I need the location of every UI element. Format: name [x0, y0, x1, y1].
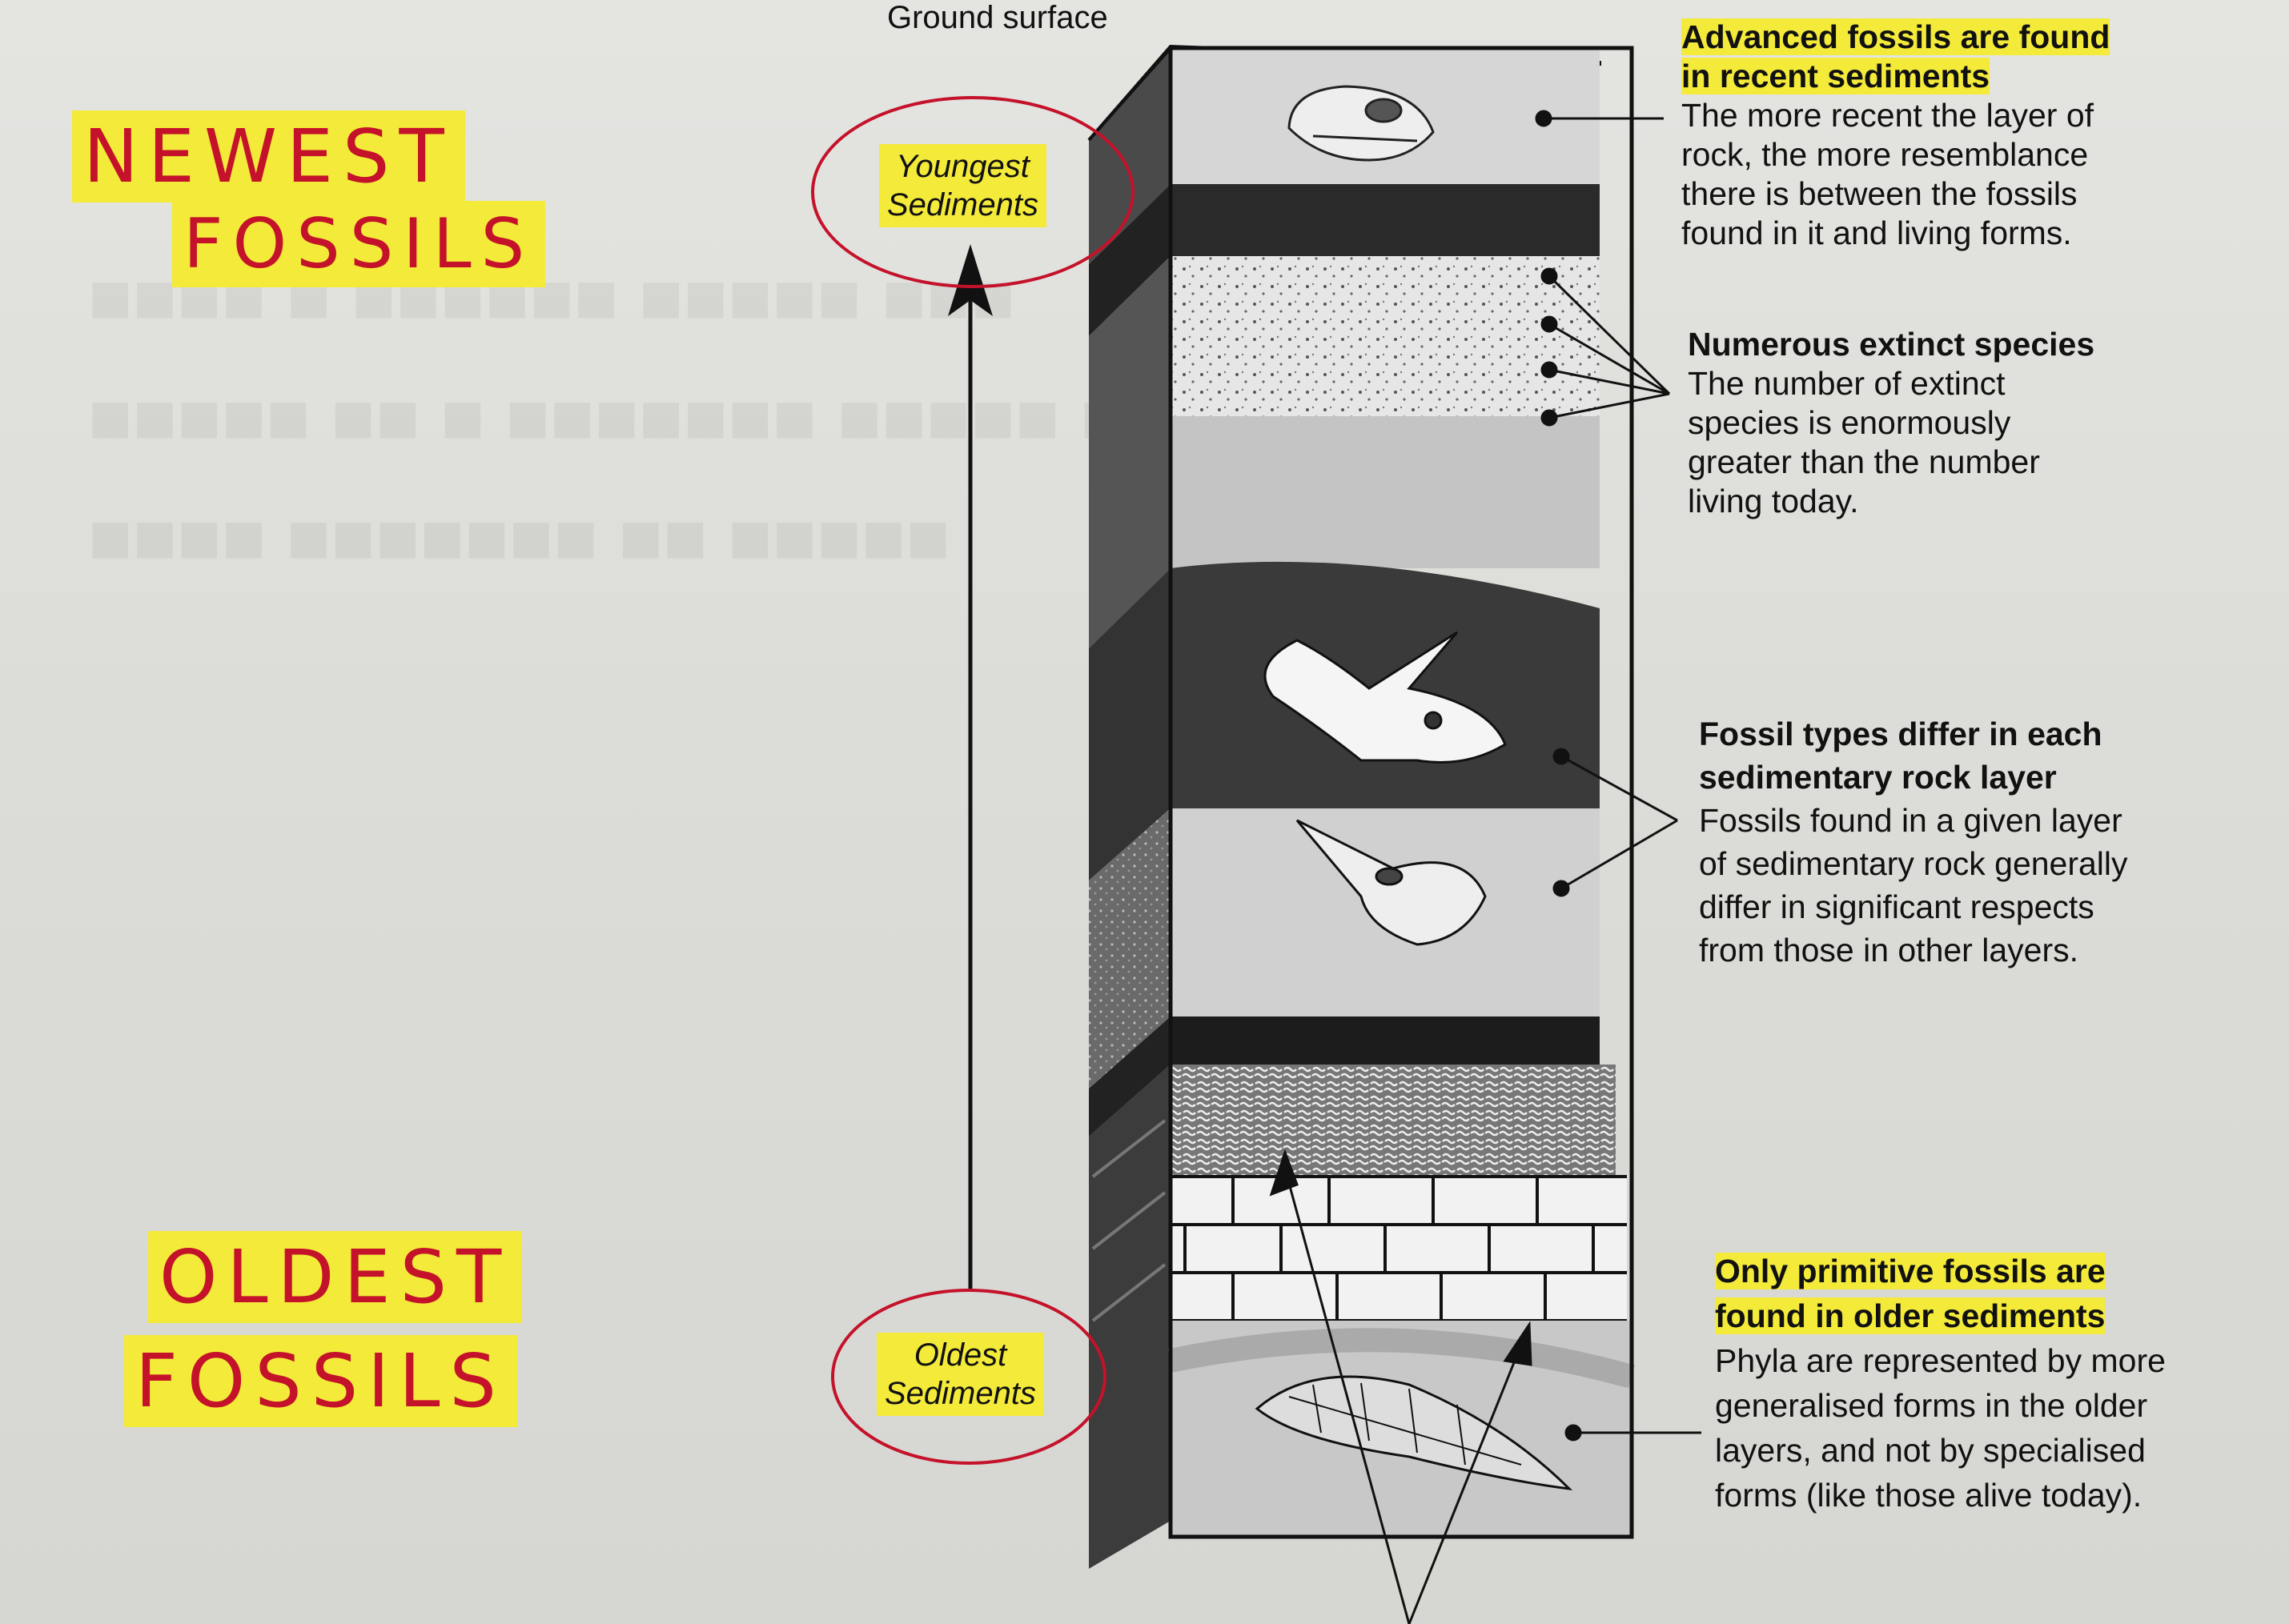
advanced-fossils-annotation: Advanced fossils are found in recent sed…	[1681, 18, 2110, 251]
handwritten-oldest-fossils: FOSSILS	[124, 1335, 517, 1427]
bird-skull-fossil	[1295, 819, 1487, 946]
ground-surface-label: Ground surface	[887, 0, 1108, 35]
extinct-species-annotation: Numerous extinct species The number of e…	[1688, 326, 2095, 519]
age-arrow	[948, 244, 993, 1289]
primitive-fossils-annotation: Only primitive fossils are found in olde…	[1715, 1253, 2166, 1514]
trilobite-fossil	[1255, 1375, 1573, 1491]
handwritten-newest-fossils: FOSSILS	[172, 201, 546, 287]
bleed-through-text: ■■■■■ ■■ ■ ■■■■■■■ ■■■■■ ■■	[88, 377, 1170, 459]
mammal-skull-fossil	[1287, 85, 1435, 162]
youngest-circle	[811, 96, 1134, 288]
fossil-types-annotation: Fossil types differ in each sedimentary …	[1699, 716, 2128, 968]
bleed-through-text: ■■■■ ■■■■■■■ ■■ ■■■■■	[88, 497, 950, 579]
column-front-face	[1167, 46, 1636, 1539]
handwritten-newest: NEWEST	[72, 110, 465, 202]
oldest-sediments-label: Oldest Sediments	[877, 1333, 1044, 1416]
handwritten-oldest: OLDEST	[148, 1231, 523, 1323]
leader-lines	[1269, 110, 1701, 1624]
oldest-circle	[831, 1289, 1106, 1465]
youngest-sediments-label: Youngest Sediments	[879, 144, 1046, 227]
column-side-face	[1089, 46, 1171, 1569]
triceratops-skull-fossil	[1263, 631, 1507, 764]
